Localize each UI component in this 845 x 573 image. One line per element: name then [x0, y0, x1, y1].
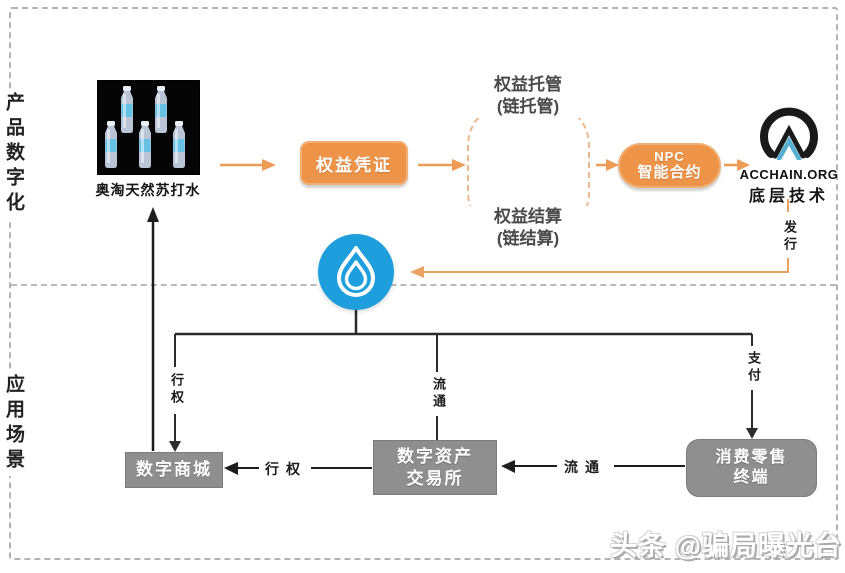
consumer-retail-terminal-box: 消费零售 终端: [686, 439, 817, 497]
digital-asset-exchange-box: 数字资产 交易所: [373, 440, 497, 495]
settlement-line1: 权益结算: [494, 207, 562, 226]
product-caption: 奥淘天然苏打水: [95, 183, 201, 199]
acchain-name: ACCHAIN.ORG: [739, 167, 839, 182]
edge-label-circulate-down: 流通: [428, 375, 447, 413]
water-bottles-icon: [105, 86, 185, 168]
npc-line1: NPC: [654, 148, 685, 164]
acchain-node: ACCHAIN.ORG 底层技术: [735, 104, 843, 206]
watermark-text: 头条 @骗局曝光台: [610, 531, 842, 561]
section-label-product-digitization: 产品数字化: [0, 90, 28, 218]
diagram-dashed-border: [9, 7, 838, 560]
npc-line2: 智能合约: [637, 164, 702, 182]
digital-mall-label: 数字商城: [136, 460, 212, 480]
token-logo: [318, 234, 394, 310]
exchange-line2: 交易所: [406, 468, 464, 488]
water-drop-icon: [337, 246, 375, 297]
exchange-line1: 数字资产: [397, 447, 473, 467]
product-photo-bottles: [97, 80, 200, 175]
acchain-logo-icon: [760, 107, 818, 162]
custody-line1: 权益托管: [494, 75, 562, 94]
settlement-label: 权益结算 (链结算): [453, 206, 603, 250]
digital-mall-box: 数字商城: [125, 452, 223, 488]
edge-label-circulate-left: 流通: [560, 457, 610, 477]
section-label-application-scenarios: 应用场景: [0, 372, 28, 476]
settlement-line2: (链结算): [496, 229, 560, 248]
edge-label-pay-down: 支付: [743, 349, 762, 387]
edge-label-issue: 发行: [779, 218, 798, 256]
retail-line2: 终端: [733, 469, 770, 486]
custody-line2: (链托管): [496, 97, 560, 116]
acchain-caption: 底层技术: [748, 186, 829, 205]
edge-label-exercise-left: 行权: [261, 459, 311, 479]
rights-certificate-node: 权益凭证: [300, 141, 408, 185]
npc-smart-contract-node: NPC 智能合约: [618, 143, 721, 188]
section-divider-line: [11, 284, 836, 286]
rights-certificate-label: 权益凭证: [316, 155, 392, 175]
retail-line1: 消费零售: [715, 449, 788, 466]
custody-label: 权益托管 (链托管): [453, 74, 603, 118]
edge-label-exercise-down: 行权: [166, 371, 185, 409]
